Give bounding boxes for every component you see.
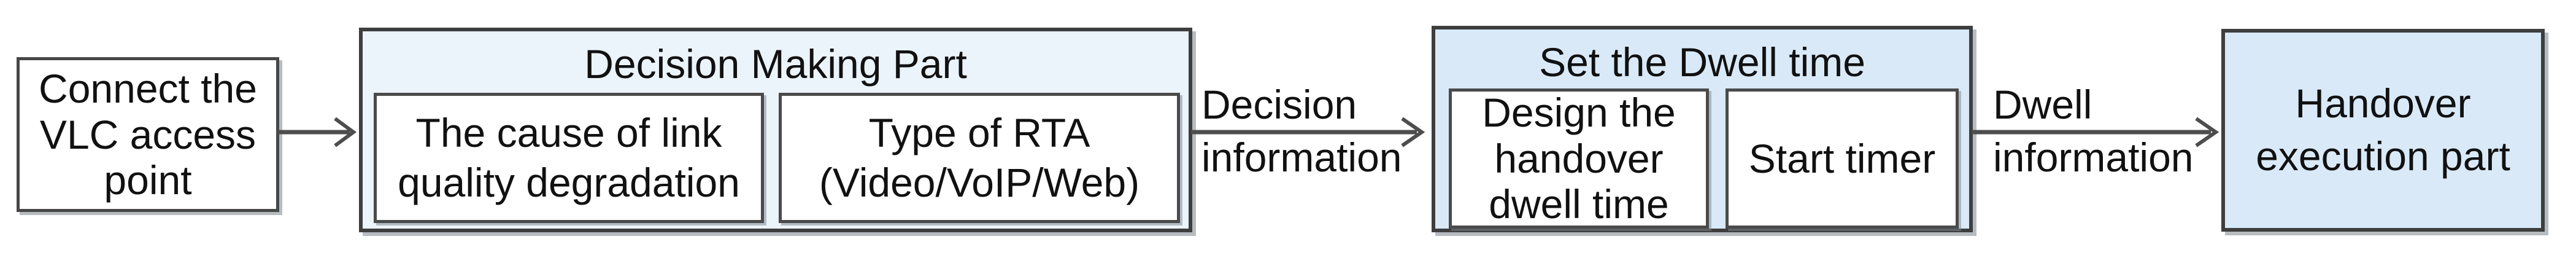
arrowhead-icon [334, 117, 357, 147]
flow-arrow-dwell-information [1972, 117, 2219, 147]
group-title-decision-making-part: Decision Making Part [584, 41, 967, 87]
node-start-timer: Start timer [1726, 88, 1959, 229]
flow-arrow-connect-to-decision [277, 117, 357, 147]
arrowhead-icon [1401, 117, 1425, 147]
edge-label-dwell-information: Dwell information [1993, 82, 2194, 180]
node-connect-vlc-access-point: Connect the VLC access point [17, 57, 279, 212]
group-set-dwell-time: Set the Dwell time Design the handover d… [1432, 26, 1973, 232]
edge-label-decision-information: Decision information [1201, 82, 1402, 180]
group-decision-making-part: Decision Making Part The cause of link q… [359, 28, 1192, 232]
node-cause-of-link-quality-degradation: The cause of link quality degradation [374, 93, 764, 223]
node-design-handover-dwell-time: Design the handover dwell time [1449, 88, 1709, 229]
node-handover-execution-part: Handover execution part [2221, 29, 2545, 232]
node-type-of-rta: Type of RTA (Video/VoIP/Web) [779, 93, 1180, 223]
flow-arrow-decision-information [1191, 117, 1425, 147]
arrowhead-icon [2195, 117, 2219, 147]
group-title-set-dwell-time: Set the Dwell time [1539, 39, 1865, 85]
